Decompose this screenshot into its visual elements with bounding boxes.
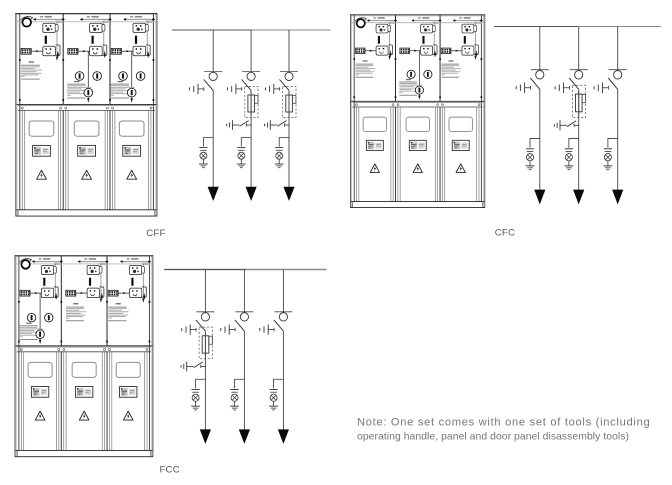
svg-text:CFF: CFF: [146, 228, 165, 239]
svg-text:operating handle, panel and do: operating handle, panel and door panel d…: [357, 432, 629, 443]
svg-text:FCC: FCC: [160, 464, 180, 475]
svg-text:CFC: CFC: [495, 227, 515, 238]
svg-text:Note: One set comes with one s: Note: One set comes with one set of tool…: [357, 417, 650, 429]
